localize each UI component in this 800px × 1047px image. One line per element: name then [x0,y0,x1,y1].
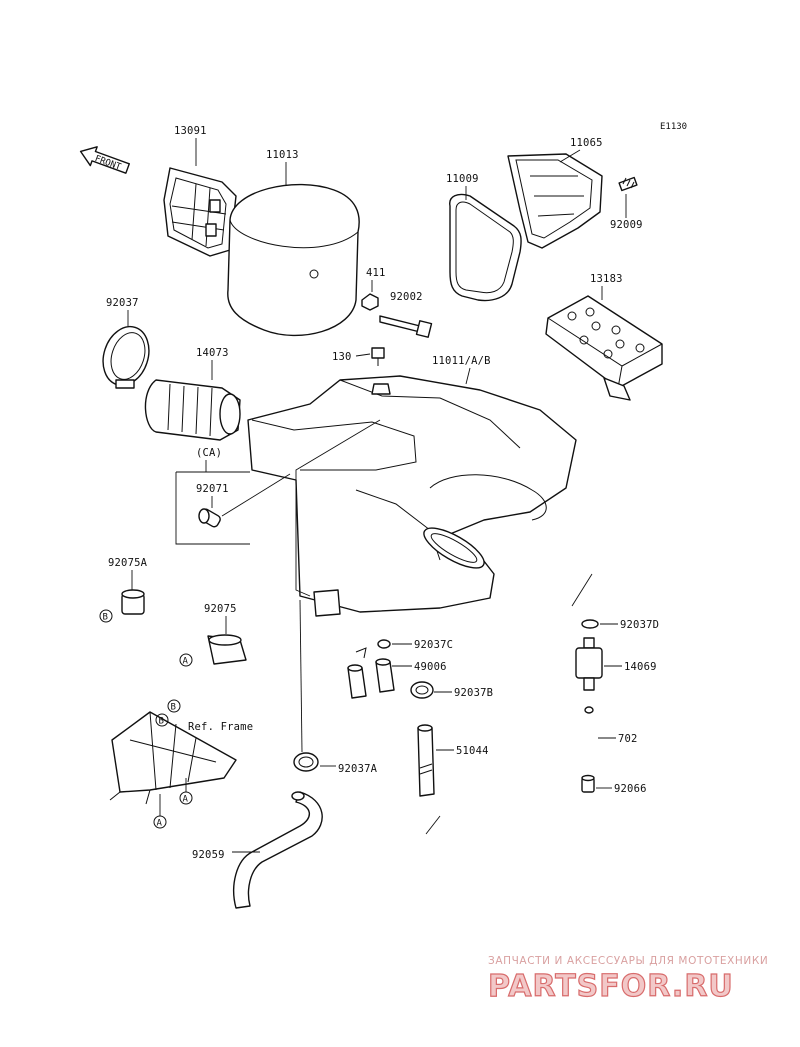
label-92009: 92009 [610,219,643,231]
label-92066: 92066 [614,783,647,795]
tube-direction-mark [425,815,441,835]
svg-text:A: A [183,795,189,805]
label-92037c: 92037C [414,639,453,651]
label-411: 411 [366,267,386,279]
label-702: 702 [618,733,638,745]
part-14069-fuel-filter [575,637,603,691]
ref-frame-label: Ref. Frame [188,721,253,733]
part-11013-air-filter [227,183,360,337]
label-51044: 51044 [456,745,489,757]
svg-text:B: B [103,613,108,623]
label-92037b: 92037B [454,687,493,699]
label-14073: 14073 [196,347,229,359]
part-92066-plug [581,774,595,793]
label-130: 130 [332,351,352,363]
hose-route-line [299,599,303,753]
diagram-code: E1130 [660,122,687,132]
part-130-bolt [371,347,385,366]
label-13091: 13091 [174,125,207,137]
label-92002: 92002 [390,291,423,303]
label-92037a: 92037A [338,763,378,775]
label-13183: 13183 [590,273,623,285]
part-14073-intake-duct [144,379,241,441]
part-92059-hose [233,791,323,909]
label-11011-a-b: 11011/A/B [432,355,491,367]
svg-text:B: B [159,717,164,727]
label-92071: 92071 [196,483,229,495]
circle-a-marker: A [179,653,193,667]
label-14069: 14069 [624,661,657,673]
part-92037c-clip [377,639,391,649]
svg-text:B: B [171,703,176,713]
leader-130 [355,353,371,357]
label-11013: 11013 [266,149,299,161]
ca-callout-box: (CA) [175,447,250,545]
label-ca: (CA) [196,447,222,459]
part-92002-bolt [379,315,433,338]
circle-b-marker: B [99,609,113,623]
leader-92071-tube [221,473,291,517]
part-411-nut [361,293,379,311]
label-49006: 49006 [414,661,447,673]
label-92037: 92037 [106,297,139,309]
label-92037d: 92037D [620,619,659,631]
leader-11065 [559,149,581,163]
part-92037d-clip [581,619,599,629]
label-11009: 11009 [446,173,479,185]
part-11011-air-box-housing [247,375,577,617]
label-92075a: 92075A [108,557,148,569]
part-51044-tube [417,724,435,797]
fuel-line-mark [571,573,593,607]
part-92037b-clamp [410,681,434,699]
front-arrow-icon: FRONT [79,146,130,174]
part-11009-gasket [449,193,522,302]
part-13183-plate [545,295,663,401]
part-92075-collar [207,634,247,665]
part-92037-clamp [102,325,150,389]
part-92075a-collar [121,589,145,615]
part-49006-caps [347,658,395,699]
reference-frame: B B A A [109,699,237,829]
part-13091-filter-frame [163,167,237,257]
part-92037a-clamp [293,752,319,772]
part-92071-fitting [198,508,221,528]
clip-detail [355,647,367,659]
label-11065: 11065 [570,137,603,149]
svg-text:A: A [157,819,163,829]
watermark-logo: ЗАПЧАСТИ И АКСЕССУАРЫ ДЛЯ МОТОТЕХНИКИ PA… [487,955,768,1005]
leader-11011 [465,367,471,385]
svg-text:A: A [183,657,189,667]
watermark-tagline: ЗАПЧАСТИ И АКСЕССУАРЫ ДЛЯ МОТОТЕХНИКИ [488,955,768,967]
label-92059: 92059 [192,849,225,861]
watermark-brand: PARTSFOR.RU [488,969,734,1004]
breather-tube-line [295,419,381,597]
part-702-small-ring [584,706,594,714]
part-92009-screw [618,176,638,192]
part-11065-cover [507,153,603,249]
label-92075: 92075 [204,603,237,615]
